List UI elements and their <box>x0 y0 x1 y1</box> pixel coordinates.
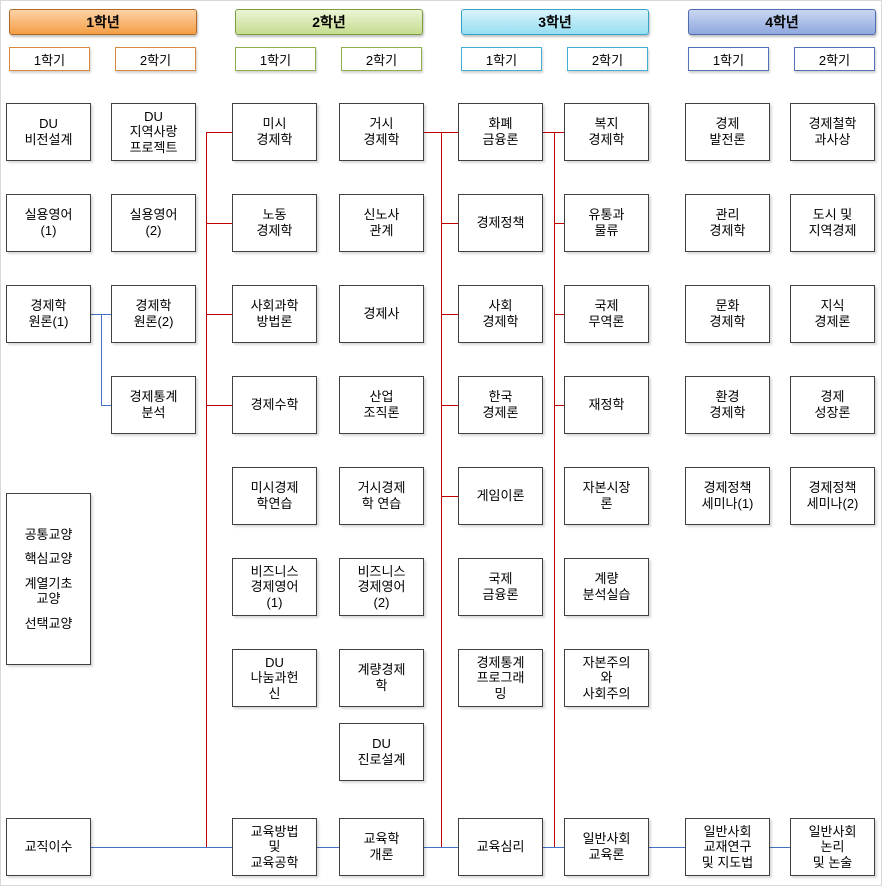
year-header-4: 4학년 <box>688 9 876 35</box>
course-box: 교육심리 <box>458 818 543 876</box>
course-box: 경제 성장론 <box>790 376 875 434</box>
course-box: 경제수학 <box>232 376 317 434</box>
course-box: 재정학 <box>564 376 649 434</box>
course-box: 국제 금융론 <box>458 558 543 616</box>
course-box: 산업 조직론 <box>339 376 424 434</box>
course-box: 사회과학 방법론 <box>232 285 317 343</box>
course-box: 게임이론 <box>458 467 543 525</box>
course-box: 경제정책 <box>458 194 543 252</box>
semester-tab-y3-s1: 1학기 <box>461 47 542 71</box>
connector-blue-vertical <box>101 314 102 405</box>
connector-red-stub <box>206 314 232 315</box>
gen-ed-item: 선택교양 <box>24 615 73 631</box>
connector-red-stub <box>554 223 564 224</box>
connector-red-stub <box>206 132 232 133</box>
course-box: 경제사 <box>339 285 424 343</box>
semester-tab-y4-s1: 1학기 <box>688 47 769 71</box>
connector-red-stub <box>441 405 458 406</box>
course-box: 문화 경제학 <box>685 285 770 343</box>
connector-red-stub <box>206 223 232 224</box>
course-box: 국제 무역론 <box>564 285 649 343</box>
course-box: 경제철학 과사상 <box>790 103 875 161</box>
semester-tab-y4-s2: 2학기 <box>794 47 875 71</box>
connector-red-vertical-2 <box>441 132 442 847</box>
course-box: 관리 경제학 <box>685 194 770 252</box>
connector-red-stub <box>441 496 458 497</box>
course-box: 복지 경제학 <box>564 103 649 161</box>
course-box: 경제통계 프로그래 밍 <box>458 649 543 707</box>
connector-blue-bottom <box>91 847 790 848</box>
course-box: 실용영어 (2) <box>111 194 196 252</box>
course-box: 사회 경제학 <box>458 285 543 343</box>
course-box: DU 나눔과헌 신 <box>232 649 317 707</box>
course-box: 실용영어 (1) <box>6 194 91 252</box>
course-box: DU 지역사랑 프로젝트 <box>111 103 196 161</box>
connector-red-vertical-1 <box>206 132 207 847</box>
connector-red-stub <box>424 132 441 133</box>
course-box: 교직이수 <box>6 818 91 876</box>
connector-red-stub <box>441 132 458 133</box>
gen-ed-item: 핵심교양 <box>24 551 73 567</box>
course-box: 비즈니스 경제영어 (1) <box>232 558 317 616</box>
semester-tab-y3-s2: 2학기 <box>567 47 648 71</box>
semester-tab-y2-s2: 2학기 <box>341 47 422 71</box>
course-box: 교육학 개론 <box>339 818 424 876</box>
semester-tab-y2-s1: 1학기 <box>235 47 316 71</box>
course-box: 경제통계 분석 <box>111 376 196 434</box>
course-box: 자본시장 론 <box>564 467 649 525</box>
course-box: 지식 경제론 <box>790 285 875 343</box>
year-header-2: 2학년 <box>235 9 423 35</box>
connector-red-stub <box>554 132 564 133</box>
general-education-box: 공통교양 핵심교양 계열기초 교양 선택교양 <box>6 493 91 665</box>
course-box: 노동 경제학 <box>232 194 317 252</box>
course-box: 일반사회 교재연구 및 지도법 <box>685 818 770 876</box>
semester-tab-y1-s2: 2학기 <box>115 47 196 71</box>
course-box: 미시 경제학 <box>232 103 317 161</box>
course-box: 화폐 금융론 <box>458 103 543 161</box>
course-box: 신노사 관계 <box>339 194 424 252</box>
course-box: 교육방법 및 교육공학 <box>232 818 317 876</box>
course-box: 경제학 원론(1) <box>6 285 91 343</box>
course-box: DU 비전설계 <box>6 103 91 161</box>
connector-red-stub <box>543 132 554 133</box>
course-box: 환경 경제학 <box>685 376 770 434</box>
connector-red-stub <box>441 223 458 224</box>
course-box: 비즈니스 경제영어 (2) <box>339 558 424 616</box>
course-box: 경제정책 세미나(1) <box>685 467 770 525</box>
course-box: 미시경제 학연습 <box>232 467 317 525</box>
course-box: 일반사회 논리 및 논술 <box>790 818 875 876</box>
semester-tab-y1-s1: 1학기 <box>9 47 90 71</box>
course-box: 계량 분석실습 <box>564 558 649 616</box>
gen-ed-item: 계열기초 교양 <box>24 575 73 607</box>
course-box: 거시 경제학 <box>339 103 424 161</box>
connector-blue-stub <box>101 405 111 406</box>
course-box: 유통과 물류 <box>564 194 649 252</box>
course-box: 경제 발전론 <box>685 103 770 161</box>
year-header-1: 1학년 <box>9 9 197 35</box>
connector-red-stub <box>554 405 564 406</box>
course-box: 자본주의 와 사회주의 <box>564 649 649 707</box>
year-header-3: 3학년 <box>461 9 649 35</box>
connector-red-stub <box>441 314 458 315</box>
course-box: 경제학 원론(2) <box>111 285 196 343</box>
course-box: DU 진로설계 <box>339 723 424 781</box>
course-box: 거시경제 학 연습 <box>339 467 424 525</box>
connector-red-stub <box>554 314 564 315</box>
course-box: 일반사회 교육론 <box>564 818 649 876</box>
course-box: 계량경제 학 <box>339 649 424 707</box>
course-box: 경제정책 세미나(2) <box>790 467 875 525</box>
connector-red-stub <box>206 405 232 406</box>
course-box: 도시 및 지역경제 <box>790 194 875 252</box>
connector-red-vertical-3 <box>554 132 555 847</box>
course-box: 한국 경제론 <box>458 376 543 434</box>
gen-ed-item: 공통교양 <box>24 526 73 542</box>
